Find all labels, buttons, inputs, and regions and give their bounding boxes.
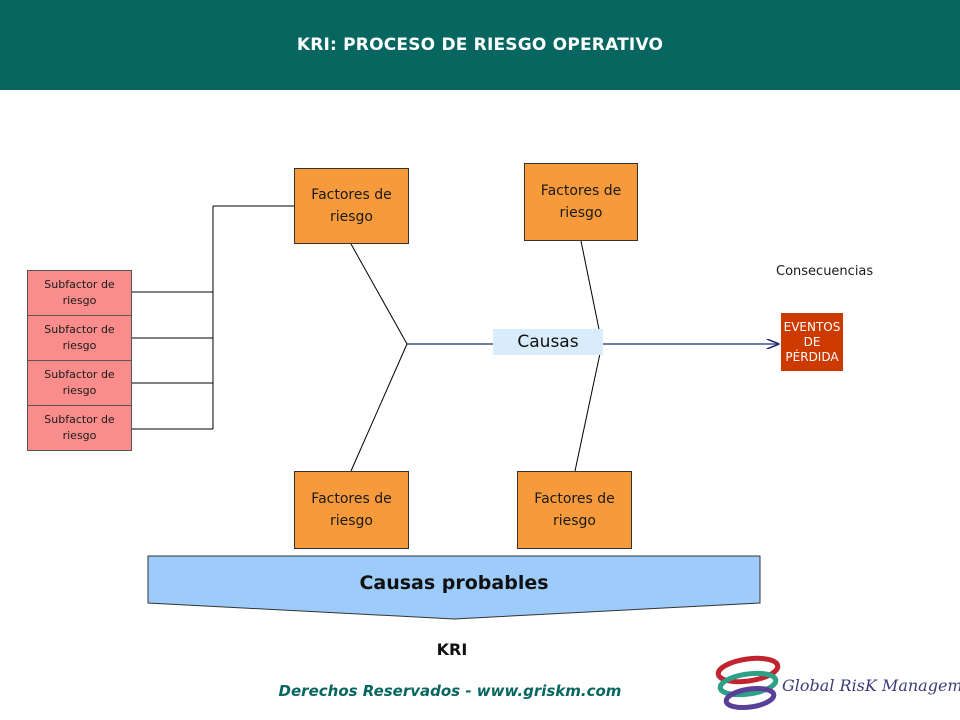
factor-label: Factores de riesgo xyxy=(311,491,392,529)
factor-label: Factores de riesgo xyxy=(540,183,622,221)
factor-box-top-right: Factores de riesgo xyxy=(524,163,638,241)
probables-bar xyxy=(147,555,761,620)
logo-text: Global RisK Management xyxy=(782,676,960,695)
spine-label-text: Causas xyxy=(517,332,579,352)
probables-label: Causas probables xyxy=(359,572,549,594)
subfactor-label: Subfactor de riesgo xyxy=(44,278,115,307)
subfactor-box: Subfactor de riesgo xyxy=(27,360,132,406)
event-box: EVENTOS DE PÉRDIDA xyxy=(781,313,843,371)
bone-bottom-left xyxy=(350,343,408,472)
subfactor-box: Subfactor de riesgo xyxy=(27,405,132,451)
footer-copyright: Derechos Reservados - www.griskm.com xyxy=(278,682,622,700)
factor-box-bottom-right: Factores de riesgo xyxy=(517,471,632,549)
consequences-label: Consecuencias xyxy=(776,264,874,279)
factor-box-top-left: Factores de riesgo xyxy=(294,168,409,244)
factor-label: Factores de riesgo xyxy=(311,187,392,225)
factor-label: Factores de riesgo xyxy=(534,491,615,529)
logo-swirl-icon xyxy=(715,655,781,711)
kri-label: KRI xyxy=(436,640,468,659)
subfactor-label: Subfactor de riesgo xyxy=(44,323,115,352)
subfactor-label: Subfactor de riesgo xyxy=(44,413,115,442)
page-title: KRI: PROCESO DE RIESGO OPERATIVO xyxy=(296,35,664,55)
event-label: EVENTOS DE PÉRDIDA xyxy=(783,319,841,364)
spine-label: Causas xyxy=(493,329,603,355)
subfactor-box: Subfactor de riesgo xyxy=(27,270,132,316)
company-logo: Global RisK Management xyxy=(712,652,960,716)
bone-top-right xyxy=(580,240,603,345)
subfactor-label: Subfactor de riesgo xyxy=(44,368,115,397)
header-bar: KRI: PROCESO DE RIESGO OPERATIVO xyxy=(0,0,960,90)
bone-bottom-right xyxy=(574,343,603,472)
factor-box-bottom-left: Factores de riesgo xyxy=(294,471,409,549)
bone-top-left xyxy=(350,243,408,345)
subfactor-box: Subfactor de riesgo xyxy=(27,315,132,361)
